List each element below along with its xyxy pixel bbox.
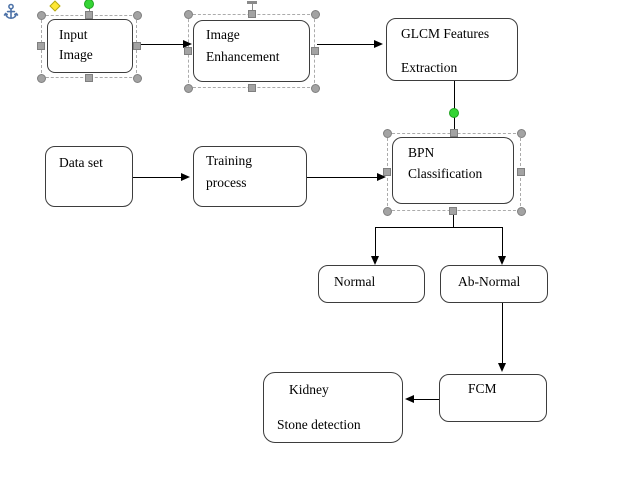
selection-handle[interactable] bbox=[132, 73, 142, 83]
selection-handle[interactable] bbox=[183, 83, 193, 93]
selection-handle[interactable] bbox=[133, 42, 141, 50]
connector-branch-to-normal[interactable] bbox=[375, 227, 377, 257]
arrowhead bbox=[371, 256, 380, 265]
selection-handle[interactable] bbox=[310, 9, 320, 19]
selection-handle[interactable] bbox=[516, 206, 526, 216]
flow-node-fcm[interactable]: FCM bbox=[439, 374, 547, 422]
selection-handle[interactable] bbox=[132, 10, 142, 20]
selection-handle[interactable] bbox=[184, 47, 192, 55]
rotation-handle-stem bbox=[89, 4, 90, 15]
selection-handle[interactable] bbox=[516, 128, 526, 138]
node-label: Training bbox=[206, 153, 253, 168]
connector-abnormal-to-fcm[interactable] bbox=[502, 303, 504, 364]
arrowhead bbox=[181, 172, 190, 181]
flow-node-normal[interactable]: Normal bbox=[318, 265, 425, 303]
selection-handle[interactable] bbox=[382, 206, 392, 216]
flow-node-glcm-features[interactable]: GLCM Features Extraction bbox=[386, 18, 518, 81]
selection-handle[interactable] bbox=[310, 83, 320, 93]
arrowhead bbox=[498, 363, 507, 372]
connector-bpn-branch-horizontal[interactable] bbox=[375, 227, 503, 229]
flow-node-input-image[interactable]: Input Image bbox=[47, 19, 133, 73]
rotation-handle[interactable] bbox=[84, 0, 94, 9]
selection-handle[interactable] bbox=[311, 47, 319, 55]
flow-node-bpn-classification[interactable]: BPN Classification bbox=[392, 137, 514, 204]
node-label: FCM bbox=[468, 381, 497, 396]
rotation-handle[interactable] bbox=[247, 1, 257, 4]
node-label: Input bbox=[59, 27, 88, 42]
selection-handle[interactable] bbox=[85, 74, 93, 82]
node-label: Enhancement bbox=[206, 49, 280, 64]
connector-input-to-enhancement[interactable] bbox=[135, 44, 184, 46]
rotation-handle-stem bbox=[252, 2, 253, 14]
node-label: Classification bbox=[408, 166, 483, 181]
selection-handle[interactable] bbox=[449, 207, 457, 215]
node-label: Image bbox=[206, 27, 240, 42]
arrowhead bbox=[183, 40, 192, 49]
flow-node-image-enhancement[interactable]: Image Enhancement bbox=[193, 20, 310, 82]
node-label: Kidney bbox=[289, 382, 329, 397]
node-label: Stone detection bbox=[277, 417, 361, 432]
arrowhead bbox=[405, 394, 414, 403]
flow-node-kidney-stone[interactable]: Kidney Stone detection bbox=[263, 372, 403, 443]
connector-enhancement-to-glcm[interactable] bbox=[317, 44, 374, 46]
connector-fcm-to-kidney[interactable] bbox=[413, 398, 439, 400]
arrowhead bbox=[374, 40, 383, 49]
selection-handle[interactable] bbox=[36, 73, 46, 83]
flow-node-ab-normal[interactable]: Ab-Normal bbox=[440, 265, 548, 303]
arrowhead bbox=[377, 172, 386, 181]
connector-bpn-branch-down[interactable] bbox=[453, 211, 455, 228]
flow-node-data-set[interactable]: Data set bbox=[45, 146, 133, 207]
node-label: Ab-Normal bbox=[458, 274, 521, 289]
anchor-icon[interactable] bbox=[3, 3, 19, 21]
selection-handle[interactable] bbox=[383, 168, 391, 176]
selection-handle[interactable] bbox=[382, 128, 392, 138]
selection-handle[interactable] bbox=[37, 42, 45, 50]
adjust-handle-diamond[interactable] bbox=[49, 0, 61, 12]
selection-handle[interactable] bbox=[248, 84, 256, 92]
connector-dataset-to-training[interactable] bbox=[133, 176, 182, 178]
node-label: Normal bbox=[334, 274, 376, 289]
selection-handle[interactable] bbox=[36, 10, 46, 20]
connector-branch-to-abnormal[interactable] bbox=[502, 227, 504, 257]
node-label: Data set bbox=[59, 155, 103, 170]
node-label: process bbox=[206, 175, 247, 190]
rotation-handle[interactable] bbox=[449, 108, 459, 118]
node-label: BPN bbox=[408, 145, 435, 160]
flow-node-training-process[interactable]: Training process bbox=[193, 146, 307, 207]
selection-handle[interactable] bbox=[85, 11, 93, 19]
node-label: Extraction bbox=[401, 60, 458, 75]
node-label: Image bbox=[59, 47, 93, 62]
arrowhead bbox=[498, 256, 507, 265]
connector-training-to-bpn[interactable] bbox=[307, 176, 378, 178]
selection-handle[interactable] bbox=[248, 10, 256, 18]
node-label: GLCM Features bbox=[401, 26, 490, 41]
selection-handle[interactable] bbox=[450, 129, 458, 137]
selection-handle[interactable] bbox=[517, 168, 525, 176]
selection-handle[interactable] bbox=[183, 9, 193, 19]
